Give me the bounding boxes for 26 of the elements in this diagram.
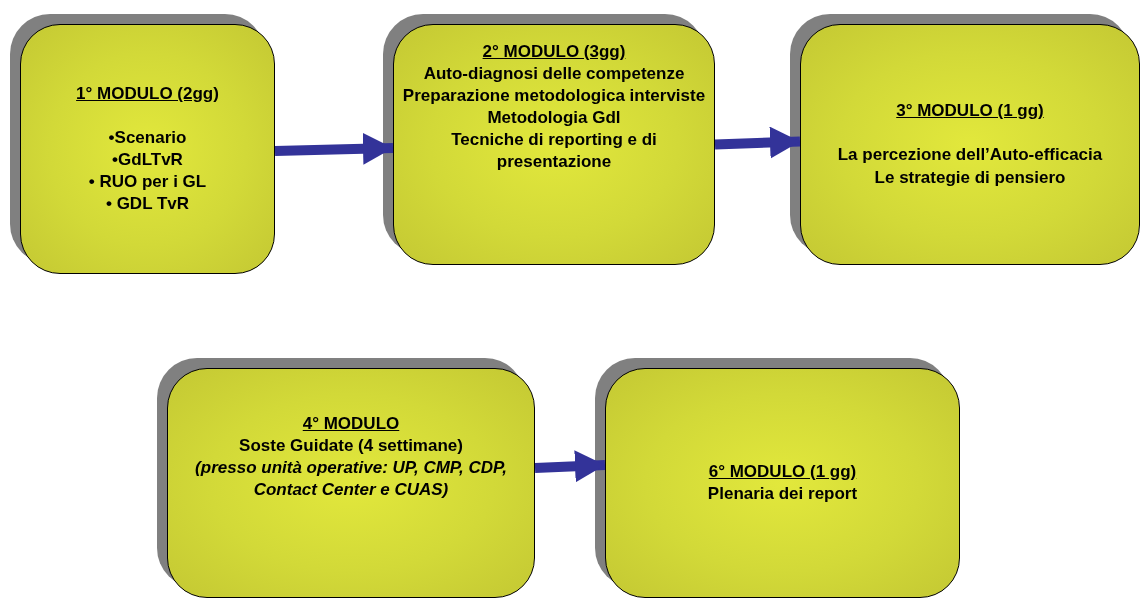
module-item: •Scenario bbox=[108, 126, 187, 149]
module-title: 1° MODULO (2gg) bbox=[76, 82, 219, 105]
module-title: 2° MODULO (3gg) bbox=[482, 41, 626, 63]
module-item: Preparazione metodologica interviste bbox=[402, 85, 706, 108]
module-title: 4° MODULO bbox=[302, 413, 400, 435]
arrow bbox=[274, 132, 394, 165]
arrow bbox=[714, 126, 801, 159]
module-box bbox=[167, 368, 535, 598]
arrow bbox=[534, 450, 606, 483]
module-box bbox=[800, 24, 1140, 265]
module-item: Soste Guidate (4 settimane) bbox=[239, 435, 463, 458]
module-item: La percezione dell’Auto-efficacia bbox=[837, 144, 1103, 167]
module-item: (presso unità operative: UP, CMP, CDP, Contact Center e CUAS) bbox=[194, 457, 508, 502]
module-item: Plenaria dei report bbox=[707, 483, 858, 505]
module-box bbox=[605, 368, 960, 598]
module-item: Metodologia Gdl bbox=[487, 107, 621, 130]
module-item: • GDL TvR bbox=[105, 193, 190, 216]
module-item: Le strategie di pensiero bbox=[874, 166, 1066, 189]
module-box bbox=[20, 24, 275, 274]
module-title: 6° MODULO (1 gg) bbox=[708, 460, 857, 483]
module-item: • RUO per i GL bbox=[88, 171, 207, 194]
module-title: 3° MODULO (1 gg) bbox=[896, 100, 1044, 123]
module-item: Auto-diagnosi delle competenze bbox=[423, 63, 685, 86]
module-item: •GdLTvR bbox=[112, 148, 183, 171]
module-box bbox=[393, 24, 715, 265]
module-item: Tecniche di reporting e di presentazione bbox=[450, 129, 658, 174]
